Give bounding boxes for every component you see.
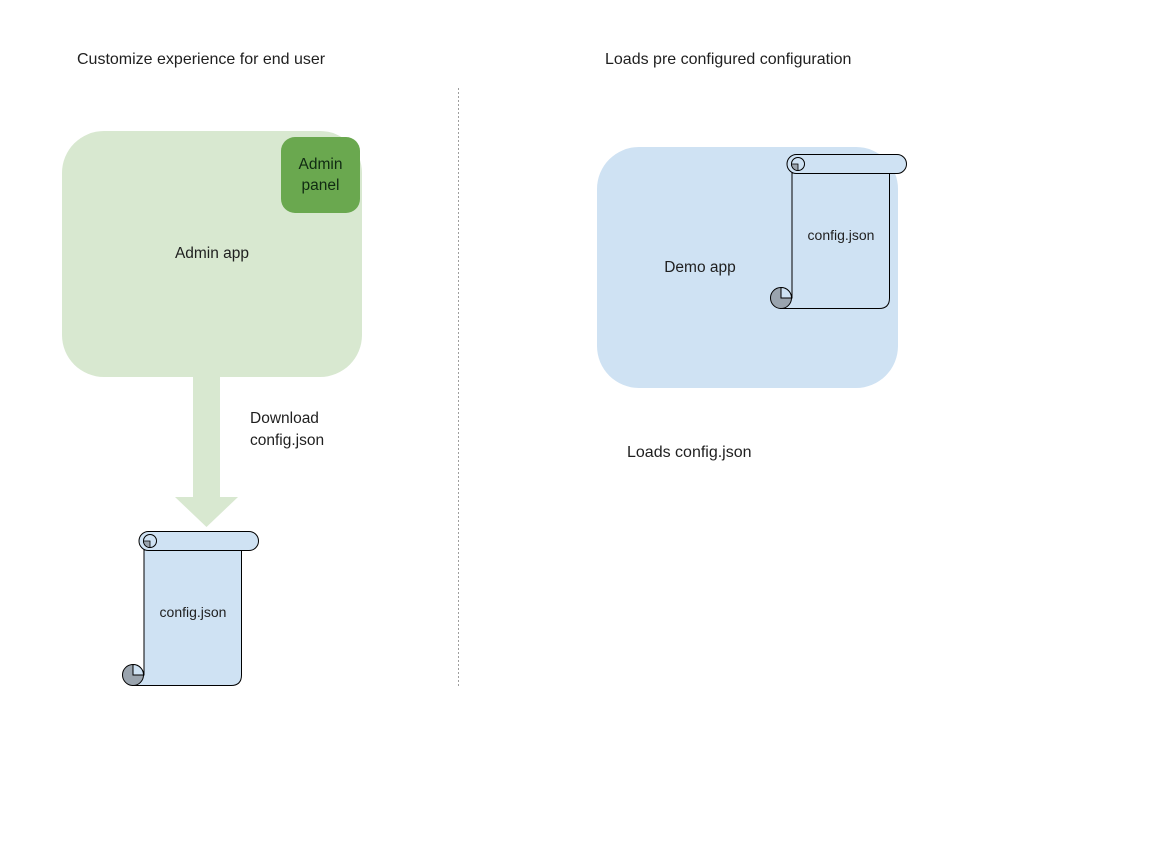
scroll-top-roll [786,154,907,174]
download-arrow [175,376,238,527]
scroll-top-roll [138,531,259,551]
loads-config-caption: Loads config.json [627,444,752,461]
right-section-title: Loads pre configured configuration [605,51,852,68]
scroll-bottom-curl-highlight [132,663,145,676]
scroll-top-spiral-shade [791,163,799,171]
demo-app-label: Demo app [664,258,736,276]
scroll-bottom-curl-highlight [780,286,793,299]
config-json-scroll-left: config.json [122,531,259,686]
config-json-label-left: config.json [160,604,227,620]
section-divider [458,88,459,686]
scroll-body [131,549,242,686]
config-json-label-right: config.json [808,227,875,243]
scroll-body [779,172,890,309]
admin-panel-label: Admin panel [298,156,343,194]
admin-panel-box: Admin panel [281,137,360,213]
admin-app-label: Admin app [174,245,250,262]
config-json-scroll-right: config.json [770,154,907,309]
left-section-title: Customize experience for end user [77,51,326,68]
download-caption: Download config.json [250,410,325,449]
scroll-top-spiral-shade [143,540,151,548]
